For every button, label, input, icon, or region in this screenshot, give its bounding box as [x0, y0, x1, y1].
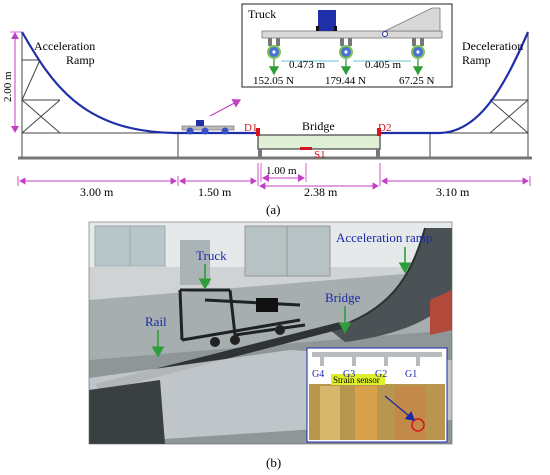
photo-label-truck: Truck [196, 248, 227, 263]
photo-label-acceleration-ramp: Acceleration ramp [336, 230, 432, 245]
deceleration-ramp-label-2: Ramp [462, 53, 491, 67]
dimension-label-4: 3.10 m [436, 185, 470, 199]
panel-b-photo [88, 221, 453, 445]
dimension-label-1: 3.00 m [80, 185, 114, 199]
height-dimension: 2.00 m [2, 31, 22, 133]
truck-inset: Truck 0.473 m [241, 3, 453, 88]
wheel-3 [411, 45, 425, 59]
inset-girder-g3: G3 [343, 369, 355, 380]
dimension-label-2: 1.50 m [198, 185, 232, 199]
d1-label: D1 [244, 122, 257, 134]
bottom-dimensions [17, 163, 531, 190]
truck-model-small [181, 120, 235, 135]
acceleration-ramp-label-2: Ramp [66, 53, 95, 67]
zoom-arrow [209, 99, 242, 117]
dimension-1m: 1.00 m [260, 163, 307, 182]
bridge-deck [257, 134, 381, 150]
deceleration-ramp-curve [380, 31, 530, 135]
photo-label-bridge: Bridge [325, 290, 361, 305]
axle-spacing-1: 0.473 m [289, 59, 326, 71]
dimension-label-3: 2.38 m [304, 185, 338, 199]
deceleration-ramp-label-1: Deceleration [462, 39, 523, 53]
inset-title: Truck [248, 7, 276, 21]
caption-b: (b) [266, 455, 281, 470]
inset-girder-g1: G1 [405, 369, 417, 380]
axle-load-1: 152.05 N [253, 75, 294, 87]
height-label: 2.00 m [2, 71, 14, 102]
acceleration-ramp-frame [21, 32, 179, 158]
axle-load-3: 67.25 N [399, 75, 435, 87]
wheel-2 [339, 45, 353, 59]
axle-load-2: 179.44 N [325, 75, 366, 87]
dimension-1m-label: 1.00 m [266, 165, 297, 177]
bridge-label: Bridge [302, 119, 335, 133]
panel-a: Bridge D1 D2 S1 2.00 m Acceleration Ramp… [2, 3, 532, 217]
acceleration-ramp-label-1: Acceleration [34, 39, 95, 53]
wheel-1 [267, 45, 281, 59]
photo-label-rail: Rail [145, 314, 167, 329]
s1-label: S1 [314, 149, 326, 161]
photo-truck [178, 288, 306, 342]
caption-a: (a) [266, 202, 280, 217]
d2-marker [377, 128, 381, 136]
photo-ramp [330, 228, 452, 342]
photo-inset [306, 347, 448, 443]
d1-marker [256, 128, 260, 136]
d2-label: D2 [378, 122, 391, 134]
inset-girder-g4: G4 [312, 369, 324, 380]
inset-girder-g2: G2 [375, 369, 387, 380]
acceleration-ramp-curve [21, 31, 258, 135]
inset-strain-sensor-label: Strain sensor [333, 375, 380, 385]
axle-spacing-2: 0.405 m [365, 59, 402, 71]
s1-marker [300, 147, 312, 150]
